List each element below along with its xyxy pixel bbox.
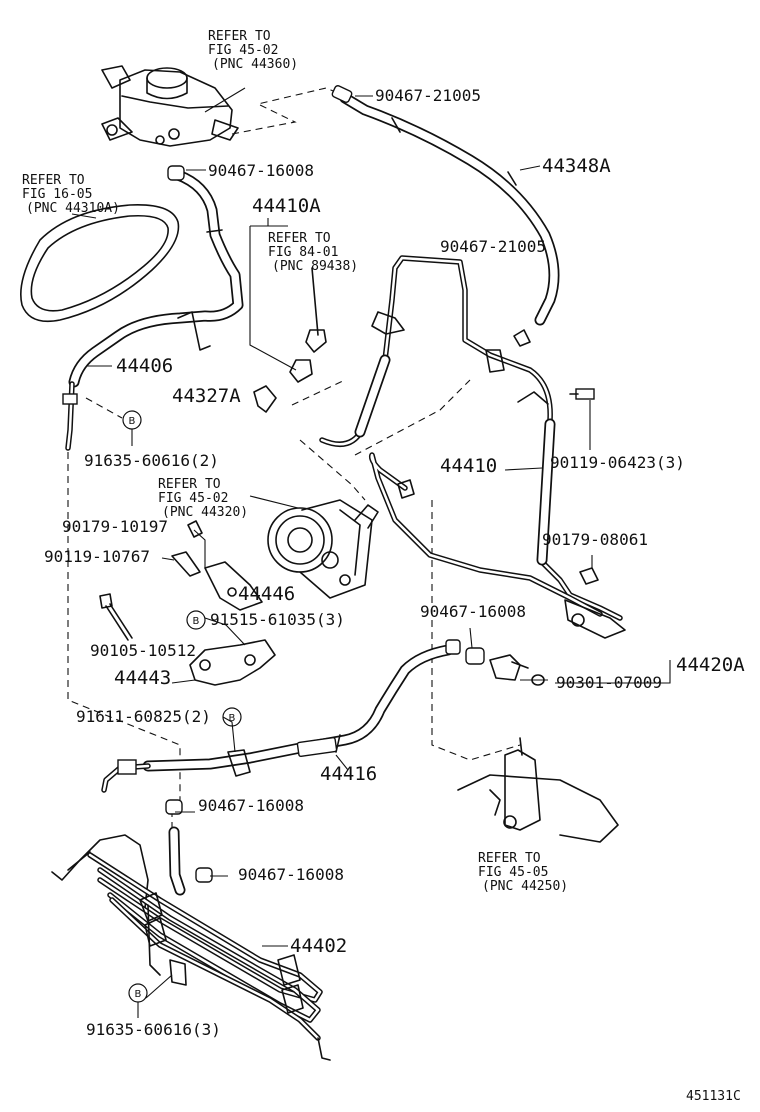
label-90179-08061: 90179-08061 [542,530,648,549]
label-90179-10197: 90179-10197 [62,517,168,536]
ref-45-02-line2: FIG 45-02 [208,43,278,58]
dash-gear-link [431,500,521,761]
label-90467-16008-bottom: 90467-16008 [238,865,344,884]
label-44410A: 44410A [252,195,321,217]
label-44410: 44410 [440,455,497,477]
reservoir-assembly [101,65,246,147]
label-91611-60825-2: 91611-60825(2) [76,707,211,726]
figure-id: 451131C [686,1089,741,1104]
dash-left-vertical [67,452,181,800]
label-90301-07009: 90301-07009 [556,673,662,692]
pressure-sensor [249,218,327,413]
label-44327A: 44327A [172,385,241,407]
label-44446: 44446 [238,583,295,605]
label-44443: 44443 [114,667,171,689]
b-marker-2: B [193,616,200,627]
label-90467-16008-top: 90467-16008 [208,161,314,180]
bolt-90105-10512 [99,593,133,641]
label-44416: 44416 [320,763,377,785]
b-marker-4: B [135,989,142,1000]
bracket-44443 [171,617,276,686]
hose-44416 [101,639,461,793]
label-91515-61035-3: 91515-61035(3) [210,610,345,629]
ref-45-02-line3: (PNC 44360) [212,57,298,72]
label-44420A: 44420A [676,654,745,676]
b-marker-3: B [229,713,236,724]
label-90467-21005-mid: 90467-21005 [440,237,546,256]
label-91635-60616-3: 91635-60616(3) [86,1020,221,1039]
reference-labels: REFER TO FIG 45-02 (PNC 44360) REFER TO … [22,29,568,894]
ref-16-05-line2: FIG 16-05 [22,187,92,202]
ref-45-02b-line3: (PNC 44320) [162,505,248,520]
label-44348A: 44348A [542,155,611,177]
label-90467-16008-low: 90467-16008 [198,796,304,815]
drive-belt [20,204,180,323]
ref-45-02-line1: REFER TO [208,29,271,44]
steering-gear [457,737,619,843]
label-90467-16008-mid: 90467-16008 [420,602,526,621]
b-markers: B B B B [122,410,242,1018]
label-44402: 44402 [290,935,347,957]
label-90119-06423-3: 90119-06423(3) [550,453,685,472]
hose-44406 [62,165,244,451]
label-91635-60616-2: 91635-60616(2) [84,451,219,470]
ref-16-05-line3: (PNC 44310A) [26,201,120,216]
b-marker-1: B [129,416,136,427]
dash-b-upper [85,397,123,419]
ref-45-05-line2: FIG 45-05 [478,865,548,880]
ref-84-01-line1: REFER TO [268,231,331,246]
ref-84-01-line3: (PNC 89438) [272,259,358,274]
label-90119-10767: 90119-10767 [44,547,150,566]
label-44406: 44406 [116,355,173,377]
union-44420A [465,627,671,686]
pipe-44410 [319,255,626,639]
ref-16-05-line1: REFER TO [22,173,85,188]
dash-pump-link [299,439,366,501]
hose-44348A [331,85,560,326]
ref-45-05-line3: (PNC 44250) [482,879,568,894]
part-number-labels: 90467-21005 90467-16008 44348A 44410A 90… [44,86,745,1104]
label-90467-21005-top: 90467-21005 [375,86,481,105]
power-steering-pump [249,495,379,599]
dash-sensor-down [291,379,346,406]
label-90105-10512: 90105-10512 [90,641,196,660]
ref-84-01-line2: FIG 84-01 [268,245,338,260]
ref-45-02b-line2: FIG 45-02 [158,491,228,506]
dash-pipe-link [354,379,471,456]
ref-45-02b-line1: REFER TO [158,477,221,492]
cooler-44402 [51,799,331,1061]
ref-45-05-line1: REFER TO [478,851,541,866]
bracket-44446 [161,520,263,611]
